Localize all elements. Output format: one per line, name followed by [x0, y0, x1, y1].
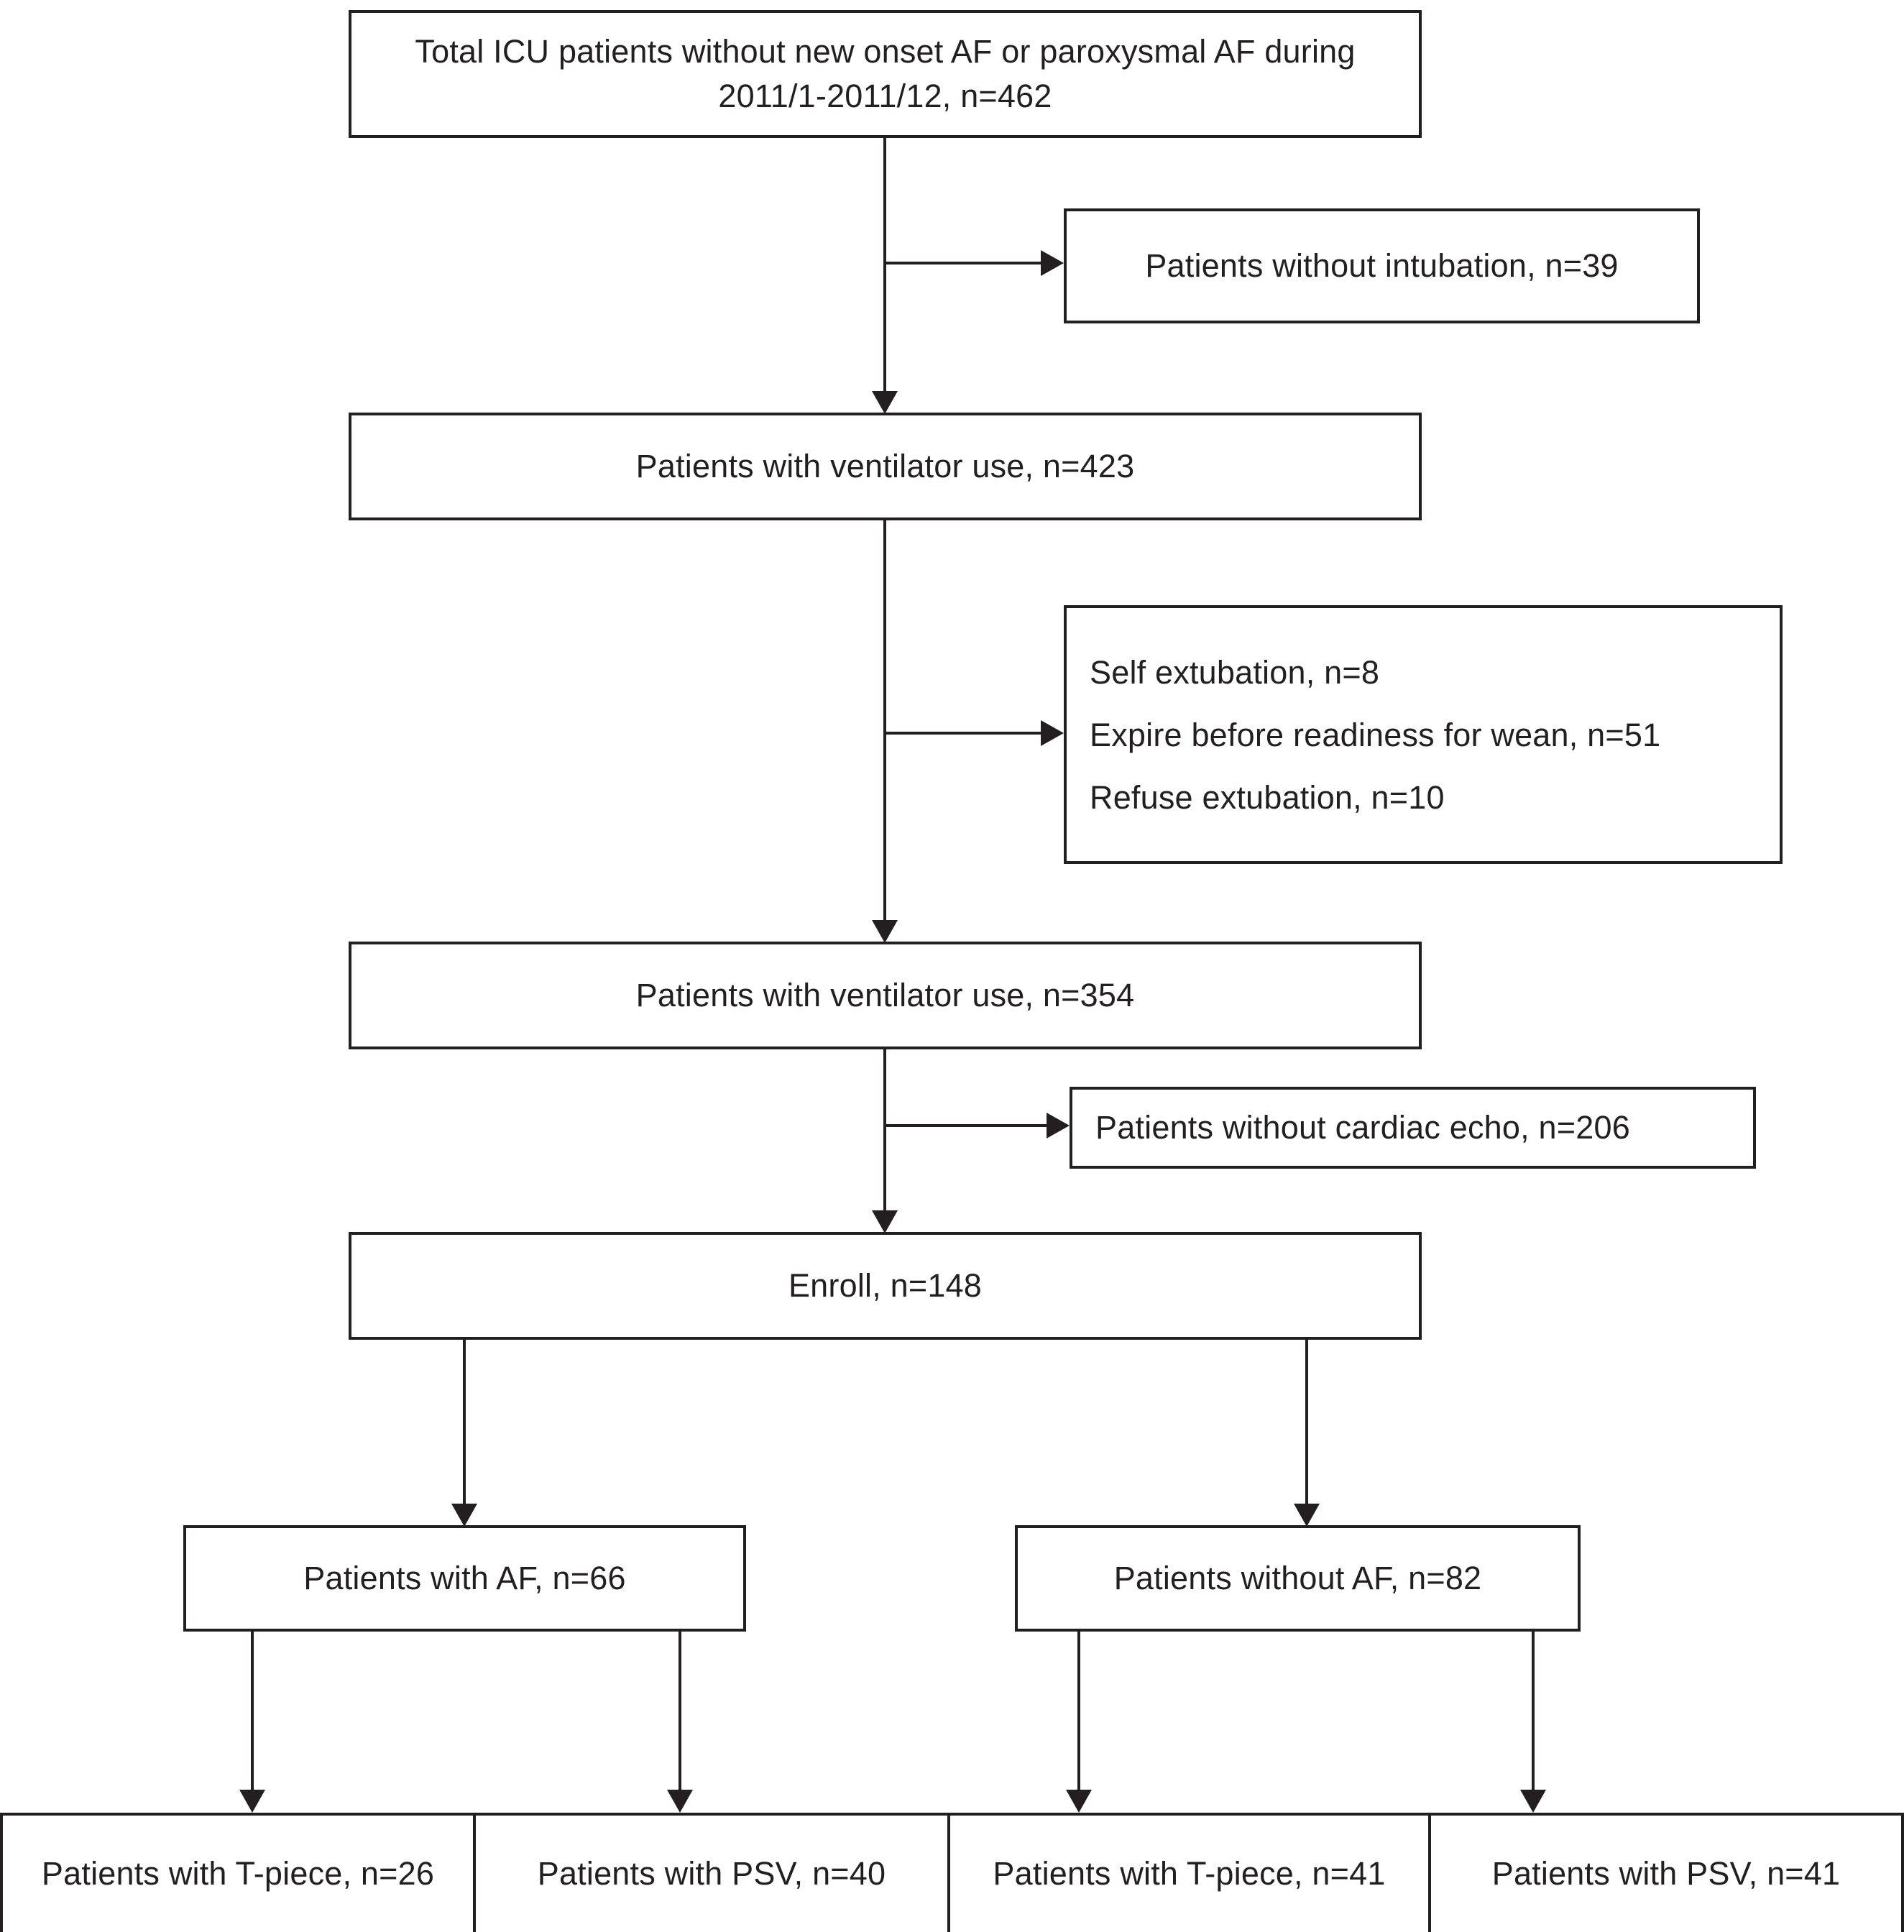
flow-box-exclusions: Self extubation, n=8 Expire before readi… [1064, 605, 1783, 864]
connector-af-to-psv40 [679, 1630, 681, 1793]
arrowhead-into-no-intubation [1041, 250, 1064, 276]
flow-box-total: Total ICU patients without new onset AF … [349, 10, 1422, 138]
flow-box-exclusions-line3: Refuse extubation, n=10 [1090, 778, 1445, 816]
flow-box-af-tpiece-label: Patients with T-piece, n=26 [41, 1855, 435, 1892]
flow-box-ventilator-354-label: Patients with ventilator use, n=354 [635, 977, 1135, 1013]
arrowhead-into-exclusions [1041, 720, 1064, 746]
connector-branch-no-intubation [883, 262, 1044, 264]
flow-box-af-psv-label: Patients with PSV, n=40 [537, 1855, 886, 1892]
arrowhead-into-enroll [872, 1210, 898, 1233]
connector-total-to-ventilator423 [883, 137, 886, 392]
flow-box-exclusions-line1: Self extubation, n=8 [1090, 653, 1380, 691]
flow-box-ventilator-423-label: Patients with ventilator use, n=423 [635, 448, 1135, 484]
flow-box-noaf-psv: Patients with PSV, n=41 [1428, 1813, 1904, 1932]
arrowhead-into-no-cardiac-echo [1047, 1113, 1070, 1138]
arrowhead-into-tpiece41 [1066, 1790, 1092, 1813]
connector-enroll-to-af [463, 1338, 466, 1505]
connector-noaf-to-tpiece41 [1077, 1630, 1080, 1793]
flow-box-af-label: Patients with AF, n=66 [303, 1560, 626, 1596]
arrowhead-into-ventilator354 [872, 920, 898, 943]
flow-box-no-af: Patients without AF, n=82 [1015, 1525, 1581, 1632]
flow-box-af-tpiece: Patients with T-piece, n=26 [0, 1813, 476, 1932]
connector-ventilator423-to-ventilator354 [883, 519, 886, 921]
flow-box-exclusions-line2: Expire before readiness for wean, n=51 [1090, 716, 1661, 753]
flow-box-noaf-psv-label: Patients with PSV, n=41 [1491, 1855, 1841, 1892]
flow-box-ventilator-423: Patients with ventilator use, n=423 [349, 413, 1422, 520]
flow-box-total-line2: 2011/1-2011/12, n=462 [718, 78, 1052, 114]
connector-af-to-tpiece26 [251, 1630, 254, 1793]
flow-box-no-af-label: Patients without AF, n=82 [1113, 1560, 1482, 1596]
flow-box-no-intubation: Patients without intubation, n=39 [1064, 208, 1700, 323]
flow-box-af-psv: Patients with PSV, n=40 [473, 1813, 950, 1932]
connector-enroll-to-no-af [1305, 1338, 1308, 1505]
arrowhead-into-psv40 [667, 1790, 693, 1813]
flow-box-enroll-label: Enroll, n=148 [788, 1267, 983, 1304]
connector-noaf-to-psv41 [1532, 1630, 1535, 1793]
flow-box-noaf-tpiece-label: Patients with T-piece, n=41 [993, 1855, 1386, 1892]
flow-box-af: Patients with AF, n=66 [183, 1525, 746, 1632]
arrowhead-into-psv41 [1520, 1790, 1546, 1813]
arrowhead-into-no-af [1294, 1504, 1320, 1527]
flow-box-total-line1: Total ICU patients without new onset AF … [415, 33, 1356, 70]
arrowhead-into-ventilator423 [872, 391, 898, 414]
connector-branch-exclusions [883, 732, 1044, 735]
flow-box-enroll: Enroll, n=148 [349, 1232, 1422, 1340]
arrowhead-into-tpiece26 [239, 1790, 265, 1813]
flow-box-noaf-tpiece: Patients with T-piece, n=41 [947, 1813, 1431, 1932]
connector-branch-no-cardiac-echo [883, 1124, 1049, 1127]
arrowhead-into-af [451, 1504, 477, 1527]
flow-box-no-cardiac-echo-label: Patients without cardiac echo, n=206 [1095, 1109, 1630, 1146]
flow-box-ventilator-354: Patients with ventilator use, n=354 [349, 942, 1422, 1049]
connector-ventilator354-to-enroll [883, 1048, 886, 1212]
flow-box-no-intubation-label: Patients without intubation, n=39 [1145, 247, 1619, 284]
flow-box-no-cardiac-echo: Patients without cardiac echo, n=206 [1070, 1087, 1756, 1169]
